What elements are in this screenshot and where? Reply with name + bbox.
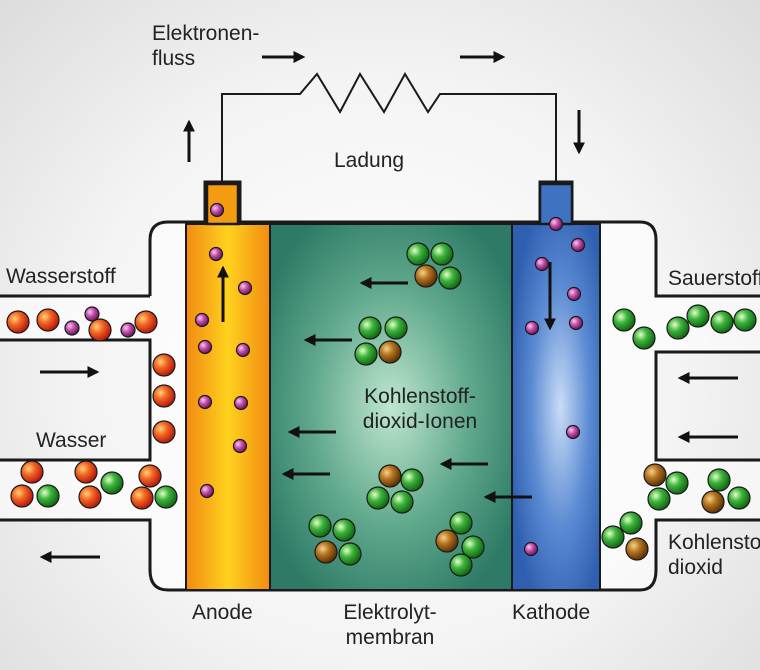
- oxygen-atom: [100, 471, 124, 495]
- oxygen-atom: [366, 486, 390, 510]
- oxygen-atom: [354, 342, 378, 366]
- oxygen-atom: [400, 468, 424, 492]
- oxygen-atom: [686, 304, 710, 328]
- label-oxygen: Sauerstoff: [668, 267, 760, 290]
- electron-ion: [565, 424, 581, 440]
- electron-ion: [197, 394, 213, 410]
- label-electron-flow: Elektronen- fluss: [152, 22, 260, 70]
- oxygen-atom: [707, 468, 731, 492]
- carbon-atom: [701, 490, 725, 514]
- label-load: Ladung: [334, 149, 405, 172]
- oxygen-atom: [619, 511, 643, 535]
- electron-ion: [194, 312, 210, 328]
- oxygen-atom: [406, 242, 430, 266]
- oxygen-atom: [338, 542, 362, 566]
- anode-terminal: [205, 182, 240, 226]
- hydrogen-atom: [78, 485, 102, 509]
- oxygen-atom: [727, 486, 751, 510]
- hydrogen-atom: [130, 486, 154, 510]
- label-co2-ions: Kohlenstoff- dioxid-Ionen: [362, 385, 478, 433]
- hydrogen-atom: [134, 310, 158, 334]
- electron-ion: [534, 256, 550, 272]
- hydrogen-atom: [152, 420, 176, 444]
- electron-ion: [568, 315, 584, 331]
- electron-ion: [208, 246, 224, 262]
- electron-ion: [524, 320, 540, 336]
- label-cathode: Kathode: [512, 601, 591, 624]
- hydrogen-atom: [74, 460, 98, 484]
- anode-plate: [185, 223, 271, 591]
- carbon-atom: [435, 529, 459, 553]
- hydrogen-atom: [88, 318, 112, 342]
- electron-ion: [197, 339, 213, 355]
- oxygen-atom: [438, 266, 462, 290]
- electron-ion: [523, 541, 539, 557]
- oxygen-atom: [733, 308, 757, 332]
- oxygen-atom: [390, 490, 414, 514]
- label-anode: Anode: [192, 601, 253, 624]
- hydrogen-atom: [36, 308, 60, 332]
- housing-inner-left: [0, 338, 152, 462]
- cathode-plate: [511, 223, 601, 591]
- carbon-atom: [625, 537, 649, 561]
- hydrogen-atom: [152, 384, 176, 408]
- oxygen-atom: [601, 525, 625, 549]
- carbon-atom: [643, 463, 667, 487]
- oxygen-atom: [449, 511, 473, 535]
- oxygen-atom: [461, 535, 485, 559]
- hydrogen-atom: [10, 484, 34, 508]
- oxygen-atom: [449, 553, 473, 577]
- oxygen-atom: [358, 316, 382, 340]
- hydrogen-atom: [20, 460, 44, 484]
- oxygen-atom: [384, 316, 408, 340]
- hydrogen-ion: [120, 322, 136, 338]
- hydrogen-ion: [64, 320, 80, 336]
- label-co2-out: Kohlenstoff- dioxid: [668, 531, 760, 579]
- oxygen-atom: [308, 514, 332, 538]
- carbon-atom: [314, 540, 338, 564]
- hydrogen-atom: [152, 353, 176, 377]
- electron-ion: [209, 202, 225, 218]
- carbon-atom: [414, 264, 438, 288]
- oxygen-atom: [612, 308, 636, 332]
- label-membrane: Elektrolyt- membran: [343, 601, 437, 649]
- oxygen-atom: [154, 485, 178, 509]
- electron-ion: [199, 483, 215, 499]
- electron-ion: [548, 216, 564, 232]
- oxygen-atom: [647, 487, 671, 511]
- label-hydrogen: Wasserstoff: [6, 265, 116, 288]
- external-circuit: [221, 72, 557, 184]
- label-water: Wasser: [36, 429, 107, 452]
- oxygen-atom: [36, 484, 60, 508]
- oxygen-atom: [332, 518, 356, 542]
- electron-ion: [237, 280, 253, 296]
- housing-inner-right: [654, 350, 760, 462]
- oxygen-atom: [666, 316, 690, 340]
- oxygen-atom: [430, 242, 454, 266]
- electron-ion: [233, 395, 249, 411]
- electron-ion: [566, 286, 582, 302]
- electron-ion: [570, 237, 586, 253]
- carbon-atom: [378, 464, 402, 488]
- electron-ion: [232, 438, 248, 454]
- oxygen-atom: [665, 471, 689, 495]
- hydrogen-ion: [84, 306, 100, 322]
- electron-ion: [235, 342, 251, 358]
- hydrogen-atom: [6, 310, 30, 334]
- oxygen-atom: [710, 310, 734, 334]
- hydrogen-atom: [138, 464, 162, 488]
- oxygen-atom: [632, 326, 656, 350]
- carbon-atom: [378, 340, 402, 364]
